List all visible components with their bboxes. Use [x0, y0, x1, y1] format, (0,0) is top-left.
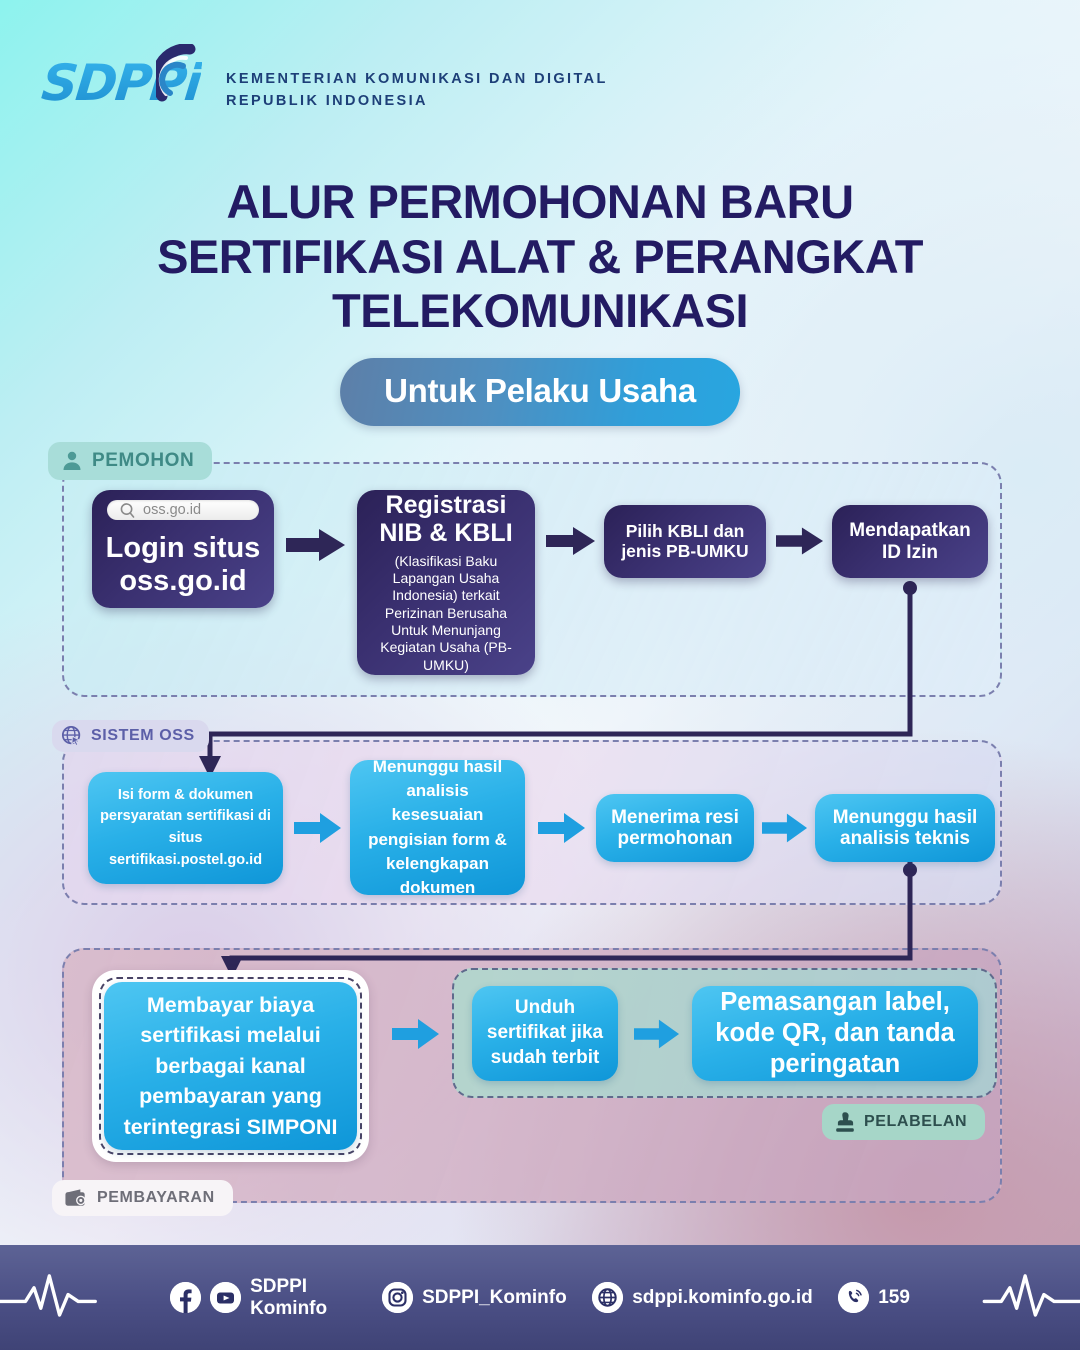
- ministry-line-2: REPUBLIK INDONESIA: [226, 93, 428, 110]
- ministry-line-1: KEMENTERIAN KOMUNIKASI DAN DIGITAL: [226, 71, 608, 87]
- section-tag-pelabelan-label: PELABELAN: [864, 1113, 968, 1130]
- step-card-registrasi[interactable]: Registrasi NIB & KBLI (Klasifikasi Baku …: [357, 490, 535, 675]
- person-icon: [63, 451, 81, 470]
- arrow-menunggu-to-resi: [538, 813, 585, 843]
- step-card-login[interactable]: oss.go.id Login situs oss.go.id: [92, 490, 274, 608]
- arrow-kbli-to-id-izin: [776, 527, 824, 555]
- phone-icon[interactable]: [838, 1282, 870, 1313]
- subtitle-pill: Untuk Pelaku Usaha: [340, 358, 740, 426]
- arrow-unduh-to-pelabelan: [634, 1019, 680, 1049]
- step-card-id-izin[interactable]: Mendapatkan ID Izin: [832, 505, 988, 578]
- step-card-analisis-teknis[interactable]: Menunggu hasil analisis teknis: [815, 794, 995, 862]
- section-tag-sistem-oss: SISTEM OSS: [52, 720, 209, 752]
- instagram-icon[interactable]: [382, 1282, 414, 1313]
- step-card-pilih-kbli[interactable]: Pilih KBLI dan jenis PB-UMKU: [604, 505, 766, 578]
- step-card-isi-form[interactable]: Isi form & dokumen persyaratan sertifika…: [88, 772, 283, 884]
- section-tag-pemohon: PEMOHON: [48, 442, 213, 480]
- section-tag-pembayaran: PEMBAYARAN: [52, 1180, 233, 1216]
- signal-arc-icon: [156, 44, 196, 102]
- section-tag-pemohon-label: PEMOHON: [92, 450, 195, 471]
- wallet-icon: [65, 1189, 86, 1206]
- step-card-membayar[interactable]: Membayar biaya sertifikasi melalui berba…: [104, 982, 357, 1150]
- search-input-value: oss.go.id: [143, 502, 202, 519]
- step-card-analisis-teknis-title: Menunggu hasil analisis teknis: [832, 806, 978, 849]
- section-tag-pembayaran-label: PEMBAYARAN: [97, 1189, 215, 1206]
- arrow-resi-to-teknis: [762, 813, 808, 843]
- arrow-membayar-to-unduh: [392, 1019, 439, 1049]
- step-card-unduh-sertifikat[interactable]: Unduh sertifikat jika sudah terbit: [472, 986, 618, 1081]
- step-card-menunggu-analisis[interactable]: Menunggu hasil analisis kesesuaian pengi…: [350, 757, 525, 897]
- step-card-pilih-kbli-title: Pilih KBLI dan jenis PB-UMKU: [621, 520, 749, 561]
- footer-item-social[interactable]: SDPPI Kominfo: [170, 1276, 357, 1320]
- page-header: SDPPi KEMENTERIAN KOMUNIKASI DAN DIGITAL…: [39, 40, 608, 113]
- footer-item-phone-label: 159: [878, 1286, 910, 1308]
- page-footer: SDPPI Kominfo SDPPI_Kominfo sdppi.: [0, 1245, 1080, 1350]
- footer-item-phone[interactable]: 159: [838, 1282, 910, 1313]
- section-tag-sistem-oss-label: SISTEM OSS: [91, 727, 195, 744]
- stamp-icon: [836, 1112, 854, 1132]
- step-card-resi[interactable]: Menerima resi permohonan: [596, 794, 754, 862]
- arrow-login-to-registrasi: [286, 529, 345, 561]
- sdppi-logo: SDPPi: [39, 40, 210, 112]
- facebook-icon[interactable]: [170, 1282, 202, 1313]
- arrow-isi-to-menunggu: [294, 813, 341, 843]
- ministry-name: KEMENTERIAN KOMUNIKASI DAN DIGITAL REPUB…: [226, 40, 608, 113]
- heartbeat-line-icon: [0, 1273, 97, 1317]
- step-card-resi-title: Menerima resi permohonan: [611, 806, 739, 849]
- step-card-pemasangan-label[interactable]: Pemasangan label, kode QR, dan tanda per…: [692, 986, 978, 1081]
- footer-item-social-label: SDPPI Kominfo: [250, 1275, 328, 1319]
- arrow-registrasi-to-kbli: [546, 527, 595, 555]
- page-title: ALUR PERMOHONAN BARU SERTIFIKASI ALAT & …: [0, 175, 1080, 339]
- title-line-3: TELEKOMUNIKASI: [332, 284, 749, 338]
- heartbeat-line-icon-right: [983, 1273, 1080, 1317]
- step-card-login-title: Login situs oss.go.id: [105, 532, 261, 598]
- globe-cursor-icon: [61, 725, 81, 747]
- footer-item-website-label: sdppi.kominfo.go.id: [632, 1286, 813, 1308]
- globe-icon[interactable]: [592, 1282, 624, 1313]
- footer-item-instagram[interactable]: SDPPI_Kominfo: [382, 1282, 567, 1313]
- title-line-1: ALUR PERMOHONAN BARU: [226, 175, 854, 228]
- step-card-membayar-title: Membayar biaya sertifikasi melalui berba…: [123, 992, 338, 1139]
- step-card-isi-form-title: Isi form & dokumen persyaratan sertifika…: [100, 786, 271, 868]
- search-input[interactable]: oss.go.id: [107, 500, 259, 521]
- step-card-menunggu-analisis-title: Menunggu hasil analisis kesesuaian pengi…: [368, 757, 507, 897]
- footer-item-website[interactable]: sdppi.kominfo.go.id: [592, 1282, 813, 1313]
- step-card-id-izin-title: Mendapatkan ID Izin: [849, 520, 971, 563]
- step-card-registrasi-subtitle: (Klasifikasi Baku Lapangan Usaha Indones…: [380, 552, 512, 673]
- step-card-pemasangan-label-title: Pemasangan label, kode QR, dan tanda per…: [715, 987, 955, 1079]
- youtube-icon[interactable]: [210, 1282, 242, 1313]
- section-tag-pelabelan: PELABELAN: [822, 1104, 986, 1140]
- search-icon: [120, 502, 135, 518]
- footer-item-instagram-label: SDPPI_Kominfo: [422, 1286, 567, 1308]
- step-card-unduh-sertifikat-title: Unduh sertifikat jika sudah terbit: [486, 997, 604, 1068]
- step-card-registrasi-title: Registrasi NIB & KBLI: [379, 491, 513, 548]
- title-line-2: SERTIFIKASI ALAT & PERANGKAT: [157, 229, 923, 283]
